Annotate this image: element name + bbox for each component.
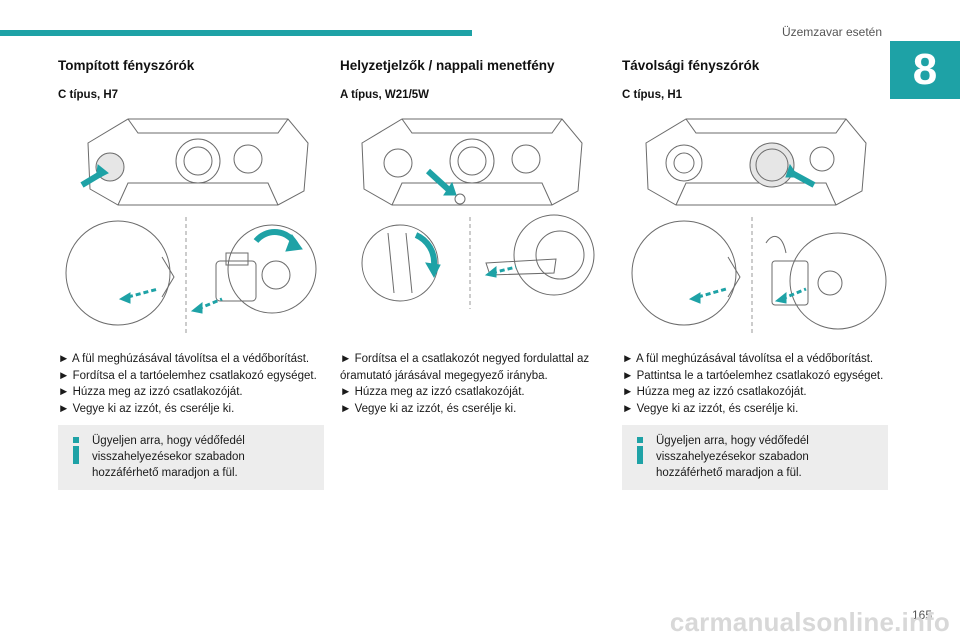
column-title: Tompított fényszórók <box>58 58 195 73</box>
step-item: ► Fordítsa el a tartóelemhez csatlakozó … <box>58 369 317 382</box>
column-title: Helyzetjelzők / nappali menetfény <box>340 58 555 73</box>
headlamp-illustration-position <box>340 113 606 341</box>
column-title: Távolsági fényszórók <box>622 58 760 73</box>
info-note: Ügyeljen arra, hogy védőfedél visszahely… <box>58 425 324 490</box>
info-note-text: Ügyeljen arra, hogy védőfedél visszahely… <box>656 435 809 479</box>
instruction-steps: ► A fül meghúzásával távolítsa el a védő… <box>58 351 324 417</box>
column-subtitle: C típus, H1 <box>622 89 683 101</box>
chapter-number-badge: 8 <box>890 41 960 99</box>
step-item: ► Pattintsa le a tartóelemhez csatlakozó… <box>622 369 884 382</box>
step-item: ► A fül meghúzásával távolítsa el a védő… <box>622 353 874 365</box>
column-high-beam: Távolsági fényszórók C típus, H1 <box>622 58 888 490</box>
step-item: ► Vegye ki az izzót, és cserélje ki. <box>340 402 517 415</box>
step-item: ► Vegye ki az izzót, és cserélje ki. <box>622 402 799 415</box>
section-title: Üzemzavar esetén <box>781 25 882 39</box>
headlamp-illustration-low-beam <box>58 113 324 341</box>
instruction-steps: ► Fordítsa el a csatlakozót negyed fordu… <box>340 351 606 417</box>
watermark: carmanualsonline.info <box>669 607 950 637</box>
top-accent-bar <box>0 30 472 36</box>
step-item: ► Húzza meg az izzó csatlakozóját. <box>622 386 807 398</box>
column-subtitle: C típus, H7 <box>58 89 119 101</box>
instruction-steps: ► A fül meghúzásával távolítsa el a védő… <box>622 351 888 417</box>
step-item: ► Húzza meg az izzó csatlakozóját. <box>340 386 525 398</box>
column-subtitle: A típus, W21/5W <box>340 89 430 101</box>
page-number: 165 <box>911 608 932 622</box>
info-icon <box>68 437 84 467</box>
info-note-text: Ügyeljen arra, hogy védőfedél visszahely… <box>92 435 245 479</box>
step-item: ► Vegye ki az izzót, és cserélje ki. <box>58 402 235 415</box>
column-position-lamps: Helyzetjelzők / nappali menetfény A típu… <box>340 58 606 417</box>
column-low-beam: Tompított fényszórók C típus, H7 <box>58 58 324 490</box>
step-item: ► Húzza meg az izzó csatlakozóját. <box>58 386 243 398</box>
headlamp-illustration-high-beam <box>622 113 888 341</box>
info-note: Ügyeljen arra, hogy védőfedél visszahely… <box>622 425 888 490</box>
info-icon <box>632 437 648 467</box>
chapter-number: 8 <box>912 45 938 94</box>
step-item: ► Fordítsa el a csatlakozót negyed fordu… <box>340 353 590 382</box>
step-item: ► A fül meghúzásával távolítsa el a védő… <box>58 353 310 365</box>
